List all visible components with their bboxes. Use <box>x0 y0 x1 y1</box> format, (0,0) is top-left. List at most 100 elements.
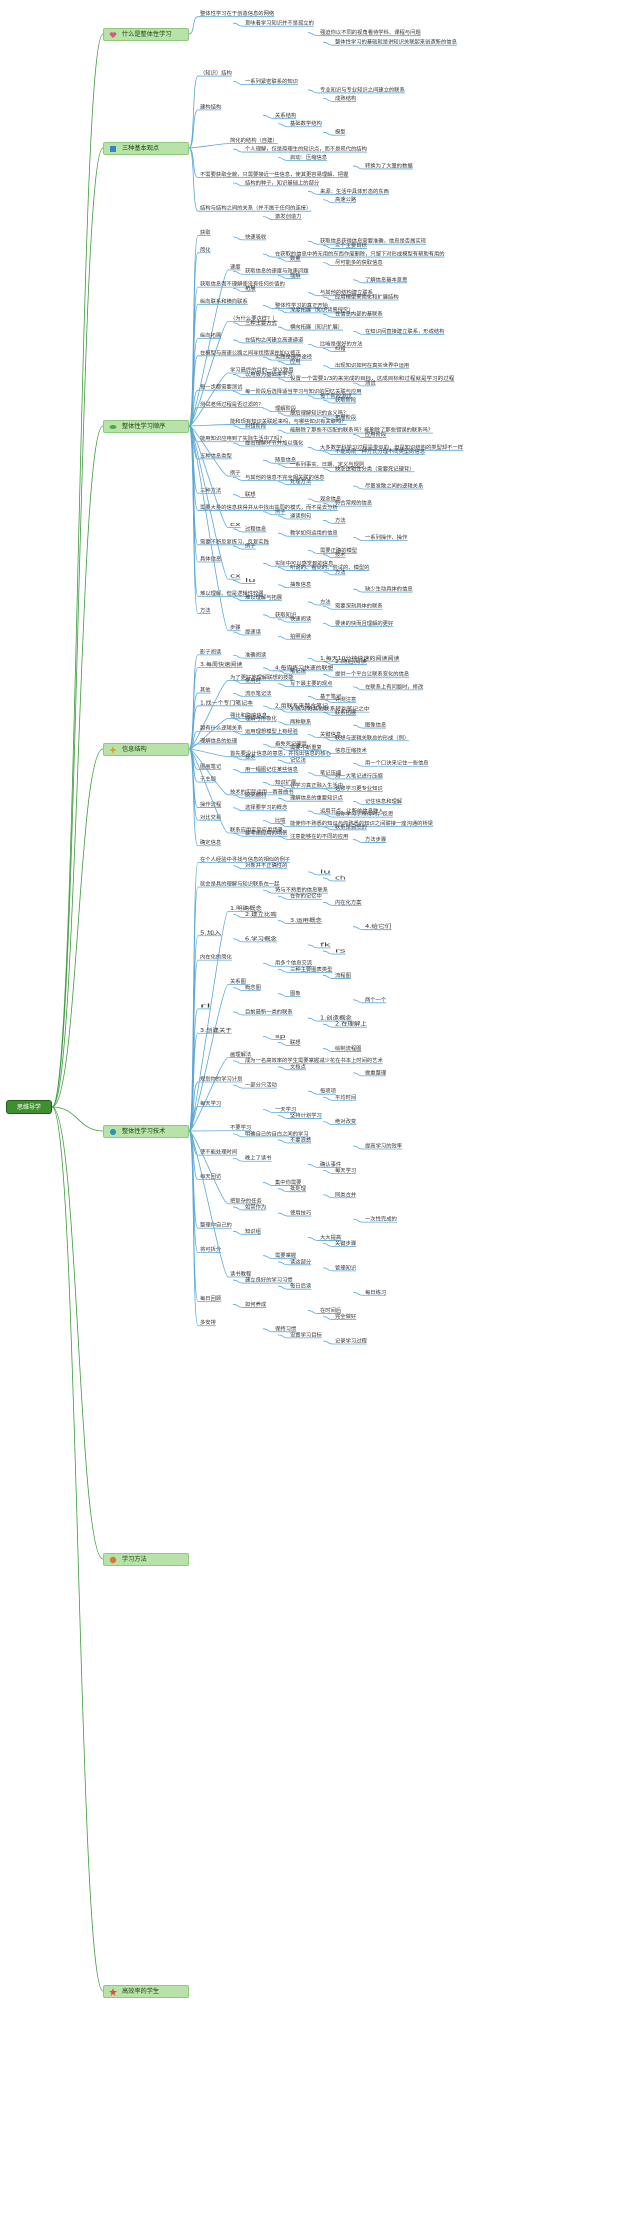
leaf-node[interactable]: 大大提高 <box>320 1233 341 1241</box>
leaf-node[interactable]: 结构与结构之间的关系（并不属于任何的连接） <box>200 204 311 212</box>
leaf-node[interactable]: lu <box>320 869 331 875</box>
leaf-node[interactable]: 大多数学科学习过程是类似的，但是知识结构的类型却不一样 <box>320 443 463 451</box>
leaf-node[interactable]: 图象 <box>290 989 301 997</box>
leaf-node[interactable]: 需要正确的模型 <box>320 546 357 554</box>
leaf-node[interactable]: 获取信息而不理解便没有任何价值的 <box>200 280 285 288</box>
leaf-node[interactable]: 影子阅读 <box>200 647 221 655</box>
leaf-node[interactable]: 内在化的简化 <box>200 953 232 961</box>
leaf-node[interactable]: 激发创造力 <box>275 212 302 220</box>
leaf-node[interactable]: 两种联系 <box>290 717 311 725</box>
leaf-node[interactable]: 理解信息的重要知识点 <box>290 794 343 802</box>
leaf-node[interactable]: 3.运用概念 <box>290 916 322 924</box>
leaf-node[interactable]: 简化的结构（自建） <box>230 136 278 144</box>
leaf-node[interactable]: 过程信息 <box>245 524 266 532</box>
leaf-node[interactable]: 就会是具的理解与知识联系在一起 <box>200 880 280 888</box>
leaf-node[interactable]: 画理解法 <box>230 1050 251 1058</box>
leaf-node[interactable]: 随意信息 <box>275 456 296 464</box>
leaf-node[interactable]: 要读的快而且理解的更好 <box>335 619 393 627</box>
leaf-node[interactable]: 提出理解环节并加以强化 <box>245 439 303 447</box>
leaf-node[interactable]: 尽量发散之间的逻辑关系 <box>365 481 423 489</box>
leaf-node[interactable]: 联想与逻辑关联总的形成（例） <box>335 733 409 741</box>
leaf-node[interactable]: 1.明确概念 <box>230 904 262 912</box>
leaf-node[interactable]: 如常作为 <box>245 1202 266 1210</box>
leaf-node[interactable]: 基础数学结构 <box>290 119 322 127</box>
leaf-node[interactable]: 缺乏逻辑性分类（需要死记硬背） <box>335 464 415 472</box>
leaf-node[interactable]: 保持习惯 <box>275 1324 296 1332</box>
leaf-node[interactable]: 一系列事实、日期、定义与规则 <box>290 460 364 468</box>
leaf-node[interactable]: 实践是最终途径 <box>275 353 312 361</box>
leaf-node[interactable]: 规划你的学习计划 <box>200 1075 242 1083</box>
leaf-node[interactable]: 图像信息 <box>365 721 386 729</box>
leaf-node[interactable]: 联想 <box>290 1038 301 1046</box>
leaf-node[interactable]: 结构的种子，知识基础上的部分 <box>245 178 319 186</box>
leaf-node[interactable]: 获取阶段 <box>335 396 356 404</box>
leaf-node[interactable]: 用一个口诀来记住一些信息 <box>365 759 429 767</box>
leaf-node[interactable]: 联系应用实际应用场景 <box>230 826 283 834</box>
leaf-node[interactable]: 一部分只活动 <box>245 1081 277 1089</box>
leaf-node[interactable]: 不需要获取全貌，只需要接近一些信息，使其更容易理解、把握 <box>200 170 348 178</box>
branch-node[interactable]: 高效率的学生 <box>103 1985 189 1998</box>
leaf-node[interactable]: 技术 <box>245 752 256 760</box>
leaf-node[interactable]: 强迫你以不同的视角看待学科、课程与问题 <box>320 28 421 36</box>
leaf-node[interactable]: 获取信息获得信息需要准确，信息是否属实现 <box>320 237 426 245</box>
leaf-node[interactable]: 内在化方案 <box>335 898 362 906</box>
leaf-node[interactable]: 关键信息 <box>320 730 341 738</box>
leaf-node[interactable]: 步骤 <box>230 623 241 631</box>
leaf-node[interactable]: 需要大量的信息获得并从中找出共同的模式，而不是去分析 <box>200 503 338 511</box>
leaf-node[interactable]: 来源：生活中具体形态的东西 <box>320 187 389 195</box>
leaf-node[interactable]: 当你学习了所得时，反思 <box>335 810 393 818</box>
leaf-node[interactable]: 运用理想模型上有经验 <box>245 727 299 735</box>
leaf-node[interactable]: 同类合并 <box>335 1190 356 1198</box>
leaf-node[interactable]: 关键步骤 <box>335 1239 356 1247</box>
leaf-node[interactable]: 集中你需要 <box>275 1178 302 1186</box>
leaf-node[interactable]: 整体性学习在于创造信息的网络 <box>200 9 274 17</box>
leaf-node[interactable]: 能用知识应用到了实际生活中了吗？ <box>200 434 285 442</box>
leaf-node[interactable]: 1.每天10分钟快速的阅读阅读 <box>320 654 400 662</box>
leaf-node[interactable]: 建构结构 <box>200 102 221 110</box>
leaf-node[interactable]: 高速公路 <box>335 195 357 203</box>
leaf-node[interactable]: 能删除了那些不匹配的联系吗？能删除了那些错误的联系吗？ <box>290 426 433 434</box>
leaf-node[interactable]: 三种主要方式 <box>245 318 278 326</box>
leaf-node[interactable]: 难以理解、但是逻辑性较强 <box>200 589 264 597</box>
leaf-node[interactable]: 提速读 <box>245 627 261 635</box>
leaf-node[interactable]: 方法 <box>320 597 331 605</box>
leaf-node[interactable]: 拓展 <box>245 284 256 292</box>
leaf-node[interactable]: 提供一个平台让联系变化的信息 <box>335 670 409 678</box>
leaf-node[interactable]: 抽象信息 <box>290 580 311 588</box>
leaf-node[interactable]: 测试 <box>365 378 376 386</box>
leaf-node[interactable]: 批处理 <box>290 1184 307 1192</box>
leaf-node[interactable]: 缺少生动具体的信息 <box>365 585 413 593</box>
leaf-node[interactable]: 纵向拓展 <box>200 331 221 339</box>
leaf-node[interactable]: 联系是自然的 <box>335 822 367 830</box>
leaf-node[interactable]: rs <box>335 949 346 955</box>
leaf-node[interactable]: 需要掌握 <box>275 1251 296 1259</box>
leaf-node[interactable]: 速度 <box>230 262 241 270</box>
leaf-node[interactable]: 读书教程 <box>230 1269 251 1277</box>
leaf-node[interactable]: 1.找一个专门笔记本 <box>200 698 253 706</box>
leaf-node[interactable]: 在你的记忆中 <box>290 892 322 900</box>
leaf-node[interactable]: 原来顺利 <box>245 791 266 799</box>
leaf-node[interactable]: 目前最新一类的联系 <box>245 1007 293 1015</box>
leaf-node[interactable]: 在时间后 <box>320 1306 341 1314</box>
leaf-node[interactable]: 拍照阅读 <box>290 632 311 640</box>
leaf-node[interactable]: 纠错 <box>335 344 346 352</box>
leaf-node[interactable]: 概念图 <box>245 983 261 991</box>
leaf-node[interactable]: 确定信息 <box>200 838 221 846</box>
leaf-node[interactable]: 在个人经验中寻找与信息的相似的例子 <box>200 855 290 863</box>
leaf-node[interactable]: 5.加入 <box>200 928 221 936</box>
leaf-node[interactable]: 明确自己的自白之间的学习 <box>245 1129 309 1137</box>
leaf-node[interactable]: 使用技巧 <box>290 1209 311 1217</box>
leaf-node[interactable]: 整体性学习的真正开始 <box>275 301 329 309</box>
leaf-node[interactable]: 比喻 <box>275 816 286 824</box>
leaf-node[interactable]: 读这部分 <box>290 1257 311 1265</box>
leaf-node[interactable]: 技术 <box>335 550 346 558</box>
leaf-node[interactable]: 转换为了大量的数据 <box>365 161 413 169</box>
leaf-node[interactable]: 让学习真正融入生活中 <box>290 781 343 789</box>
leaf-node[interactable]: 建立良好的学习习惯 <box>245 1276 293 1284</box>
leaf-node[interactable]: 操作流程 <box>200 800 221 808</box>
leaf-node[interactable]: 快速阅读 <box>290 615 311 623</box>
branch-node[interactable]: 什么是整体性学习 <box>103 28 189 41</box>
leaf-node[interactable]: 个人理解，仅是原理生的知识点，而不是现代的结构 <box>245 145 367 153</box>
leaf-node[interactable]: 设置学习目标 <box>290 1330 322 1338</box>
leaf-node[interactable]: 将可拆分 <box>200 1245 221 1253</box>
